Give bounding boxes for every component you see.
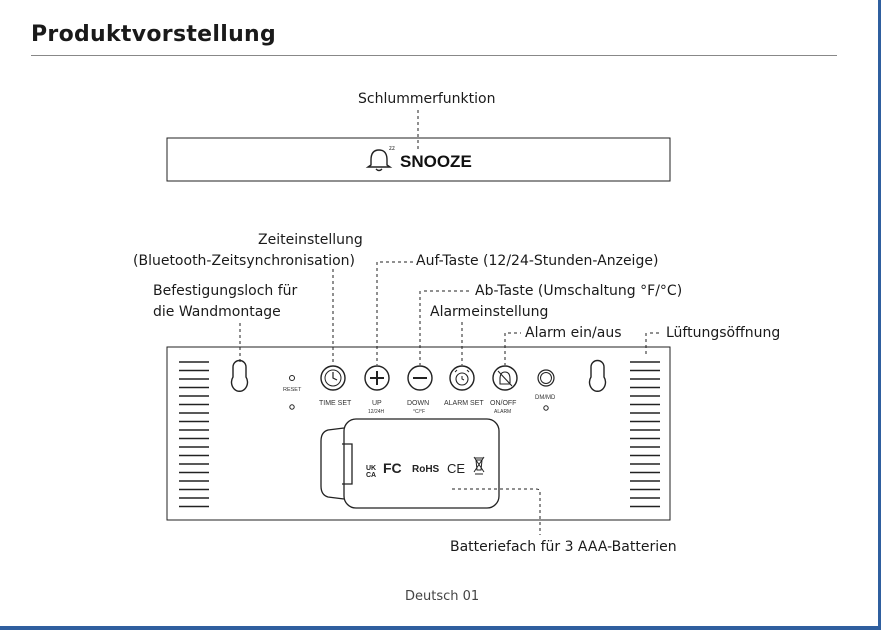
mount-hole-right: [588, 359, 607, 392]
snooze-panel: [166, 137, 671, 182]
up-sub-text: 12/24H: [368, 409, 385, 415]
onoff-text: ON/OFF: [490, 400, 516, 407]
alarm-set-button: [449, 365, 475, 391]
battery-compartment: [320, 418, 500, 509]
dimmer-button: [537, 369, 555, 387]
label-bt-sync: (Bluetooth-Zeitsynchronisation): [133, 253, 356, 269]
weee-icon: [473, 456, 485, 475]
label-alarm-setting: Alarmeinstellung: [430, 304, 549, 320]
vent-right: [630, 361, 660, 508]
ukca-text-2: CA: [366, 472, 376, 479]
up-text: UP: [372, 400, 382, 407]
mount-hole-left: [230, 359, 249, 392]
onoff-sub-text: ALARM: [494, 409, 511, 415]
time-set-button: [320, 365, 346, 391]
snooze-text: SNOOZE: [400, 152, 472, 171]
label-battery: Batteriefach für 3 AAA-Batterien: [450, 539, 677, 555]
reset-hole: [289, 404, 295, 410]
vent-left: [179, 361, 209, 508]
alarm-set-text: ALARM SET: [444, 400, 484, 407]
up-button: [364, 365, 390, 391]
ukca-text-1: UK: [366, 465, 376, 472]
label-up-key: Auf-Taste (12/24-Stunden-Anzeige): [416, 253, 659, 269]
label-alarm-onoff: Alarm ein/aus: [525, 325, 622, 341]
down-button: [407, 365, 433, 391]
down-text: DOWN: [407, 400, 429, 407]
reset-text: RESET: [283, 387, 302, 393]
snooze-zz: zz: [389, 146, 395, 152]
fcc-logo-text: FC: [383, 460, 402, 476]
reset-icon: [289, 375, 295, 381]
page-title: Produktvorstellung: [31, 22, 277, 47]
label-mount-hole-2: die Wandmontage: [153, 304, 281, 320]
time-set-text: TIME SET: [319, 400, 352, 407]
dm-md-hole: [543, 405, 549, 411]
label-down-key: Ab-Taste (Umschaltung °F/°C): [475, 283, 683, 299]
alarm-onoff-button: [492, 365, 518, 391]
label-vent: Lüftungsöffnung: [666, 325, 781, 341]
label-snooze-function: Schlummerfunktion: [358, 91, 496, 107]
page-footer: Deutsch 01: [405, 589, 480, 604]
down-sub-text: °C/°F: [413, 409, 425, 415]
leader-lines: [239, 261, 660, 535]
dm-md-text: DM/MD: [535, 395, 556, 401]
label-time-setting: Zeiteinstellung: [258, 232, 363, 248]
bell-icon: [365, 149, 393, 172]
rohs-text: RoHS: [412, 464, 440, 475]
ce-text: CE: [447, 461, 465, 476]
title-rule: [31, 55, 837, 56]
back-panel: [166, 346, 671, 521]
label-mount-hole-1: Befestigungsloch für: [153, 283, 298, 299]
